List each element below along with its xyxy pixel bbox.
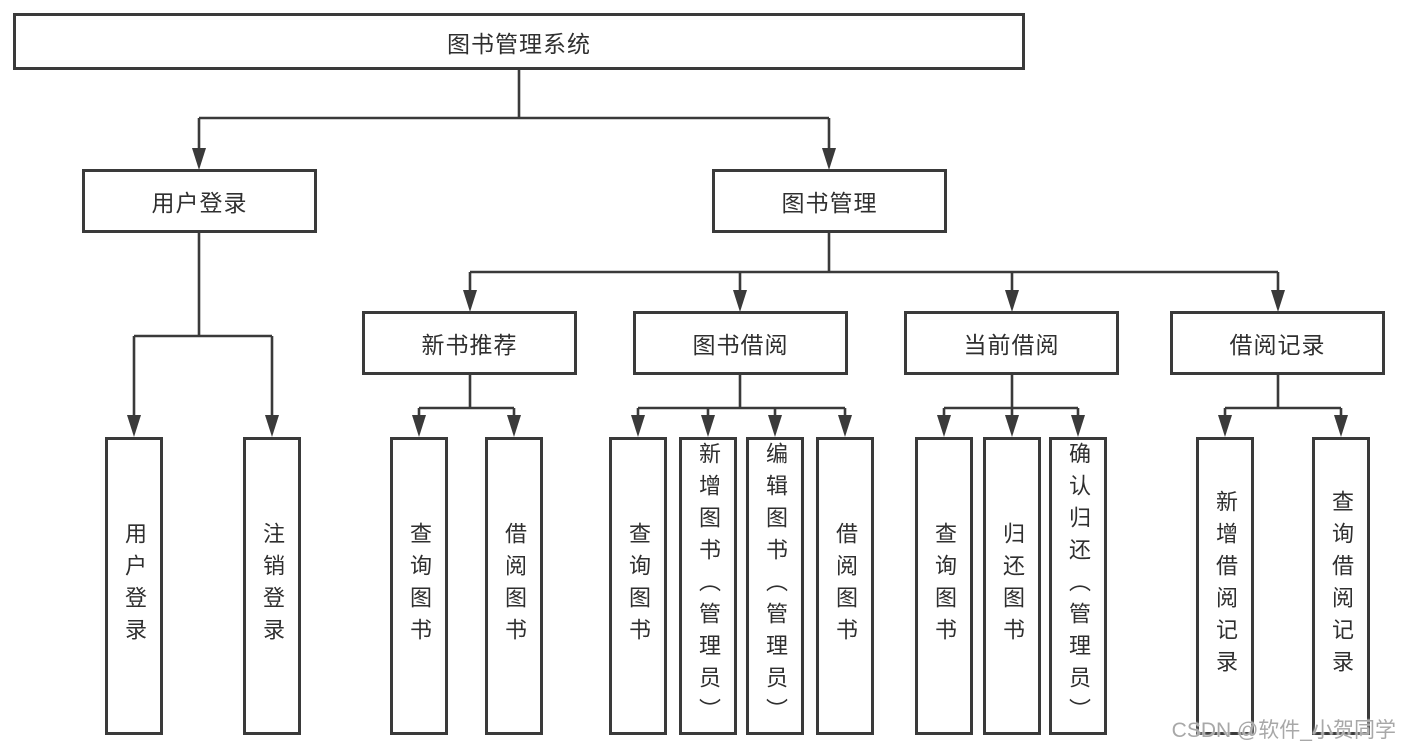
node-root-label: 图书管理系统 — [447, 30, 591, 57]
leaf-query-books-borrow: 查询图书 — [609, 437, 667, 735]
arrowhead — [1005, 290, 1019, 312]
leaf-add-borrow-record: 新增借阅记录 — [1196, 437, 1254, 735]
leaf-query-books-recommend: 查询图书 — [390, 437, 448, 735]
leaf-confirm-return-admin: 确认归还（管理员） — [1049, 437, 1107, 735]
leaf-label: 查询借阅记录 — [1329, 490, 1354, 682]
node-user-login: 用户登录 — [82, 169, 317, 233]
leaf-label: 新增借阅记录 — [1213, 490, 1238, 682]
arrowhead — [127, 415, 141, 437]
node-borrow-records: 借阅记录 — [1170, 311, 1385, 375]
leaf-label: 借阅图书 — [502, 522, 527, 650]
leaf-label: 查询图书 — [407, 522, 432, 650]
leaf-borrow-books: 借阅图书 — [816, 437, 874, 735]
node-book-borrow: 图书借阅 — [633, 311, 848, 375]
leaf-query-books-current: 查询图书 — [915, 437, 973, 735]
arrowhead — [1005, 415, 1019, 437]
node-book-management-label: 图书管理 — [781, 190, 878, 216]
arrowhead — [768, 415, 782, 437]
arrowhead — [822, 148, 836, 170]
leaf-logout: 注销登录 — [243, 437, 301, 735]
arrowhead — [701, 415, 715, 437]
leaf-label: 注销登录 — [260, 522, 285, 650]
arrowhead — [733, 290, 747, 312]
node-new-book-recommend: 新书推荐 — [362, 311, 577, 375]
leaf-user-login: 用户登录 — [105, 437, 163, 735]
leaf-label: 归还图书 — [1000, 522, 1025, 650]
arrowhead — [1334, 415, 1348, 437]
node-borrow-records-label: 借阅记录 — [1229, 332, 1326, 358]
leaf-label: 用户登录 — [122, 522, 147, 650]
node-root: 图书管理系统 — [13, 13, 1025, 70]
node-current-borrow-label: 当前借阅 — [963, 332, 1060, 358]
arrowhead — [265, 415, 279, 437]
leaf-label: 新增图书（管理员） — [696, 442, 721, 730]
node-user-login-label: 用户登录 — [151, 190, 248, 216]
leaf-edit-books-admin: 编辑图书（管理员） — [746, 437, 804, 735]
leaf-label: 查询图书 — [626, 522, 651, 650]
arrowhead — [1271, 290, 1285, 312]
arrowhead — [838, 415, 852, 437]
node-new-book-recommend-label: 新书推荐 — [421, 332, 518, 358]
arrowhead — [192, 148, 206, 170]
node-current-borrow: 当前借阅 — [904, 311, 1119, 375]
leaf-add-books-admin: 新增图书（管理员） — [679, 437, 737, 735]
arrowhead — [1218, 415, 1232, 437]
leaf-return-books: 归还图书 — [983, 437, 1041, 735]
arrowhead — [412, 415, 426, 437]
node-book-management: 图书管理 — [712, 169, 947, 233]
node-book-borrow-label: 图书借阅 — [692, 332, 789, 358]
csdn-watermark: CSDN @软件_小贺同学 — [1171, 719, 1396, 742]
arrowhead — [937, 415, 951, 437]
arrowhead — [463, 290, 477, 312]
leaf-label: 确认归还（管理员） — [1066, 442, 1091, 730]
leaf-label: 借阅图书 — [833, 522, 858, 650]
leaf-borrow-books-recommend: 借阅图书 — [485, 437, 543, 735]
arrowhead — [631, 415, 645, 437]
leaf-label: 查询图书 — [932, 522, 957, 650]
arrowhead — [1071, 415, 1085, 437]
leaf-query-borrow-record: 查询借阅记录 — [1312, 437, 1370, 735]
arrowhead — [507, 415, 521, 437]
leaf-label: 编辑图书（管理员） — [763, 442, 788, 730]
